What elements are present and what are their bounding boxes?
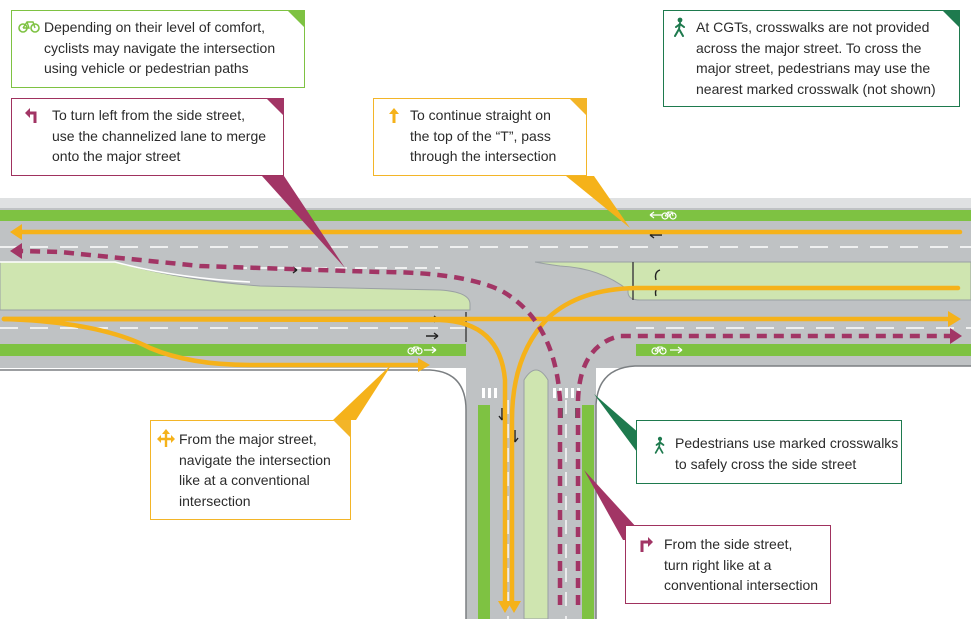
straight-through-callout: To continue straight on the top of the “… bbox=[373, 98, 587, 176]
cyclist-callout-text: Depending on their level of comfort, cyc… bbox=[44, 19, 276, 76]
left-median-island bbox=[0, 261, 471, 311]
vehicle-paths-orange bbox=[1, 229, 963, 608]
pedestrian-callout: Pedestrians use marked crosswalks to saf… bbox=[636, 420, 902, 484]
orange-arrowheads bbox=[10, 224, 961, 613]
left-turn-callout: To turn left from the side street, use t… bbox=[11, 98, 284, 176]
major-street-callout-text: From the major street, navigate the inte… bbox=[179, 431, 331, 509]
bottom-bike-lane bbox=[0, 344, 971, 356]
cgt-crosswalk-callout-text: At CGTs, crosswalks are not provided acr… bbox=[696, 19, 936, 97]
left-turn-callout-text: To turn left from the side street, use t… bbox=[52, 107, 267, 164]
pedestrian-callout-text: Pedestrians use marked crosswalks to saf… bbox=[675, 435, 899, 472]
side-street-paths-maroon bbox=[21, 248, 955, 605]
channelized-lane-lines bbox=[235, 262, 634, 300]
pedestrian-icon bbox=[654, 436, 665, 454]
straight-through-callout-text: To continue straight on the top of the “… bbox=[410, 107, 557, 164]
top-bike-lane bbox=[0, 198, 971, 221]
cgt-crosswalk-callout: At CGTs, crosswalks are not provided acr… bbox=[663, 10, 960, 107]
pedestrian-icon bbox=[674, 17, 685, 37]
side-street-lanes bbox=[478, 369, 594, 619]
right-median-island bbox=[534, 261, 971, 301]
right-turn-callout: From the side street, turn right like at… bbox=[625, 525, 831, 604]
right-turn-callout-text: From the side street, turn right like at… bbox=[664, 536, 819, 593]
bicycle-icon bbox=[18, 21, 40, 33]
right-turn-arrow-icon bbox=[640, 537, 653, 552]
left-turn-arrow-icon bbox=[25, 108, 37, 123]
cyclist-callout: Depending on their level of comfort, cyc… bbox=[11, 10, 305, 88]
callout-pointers bbox=[262, 176, 648, 540]
major-street-callout: From the major street, navigate the inte… bbox=[150, 420, 351, 520]
straight-arrow-icon bbox=[389, 108, 399, 123]
maroon-arrowheads bbox=[10, 243, 962, 344]
four-way-arrow-icon bbox=[157, 429, 175, 447]
